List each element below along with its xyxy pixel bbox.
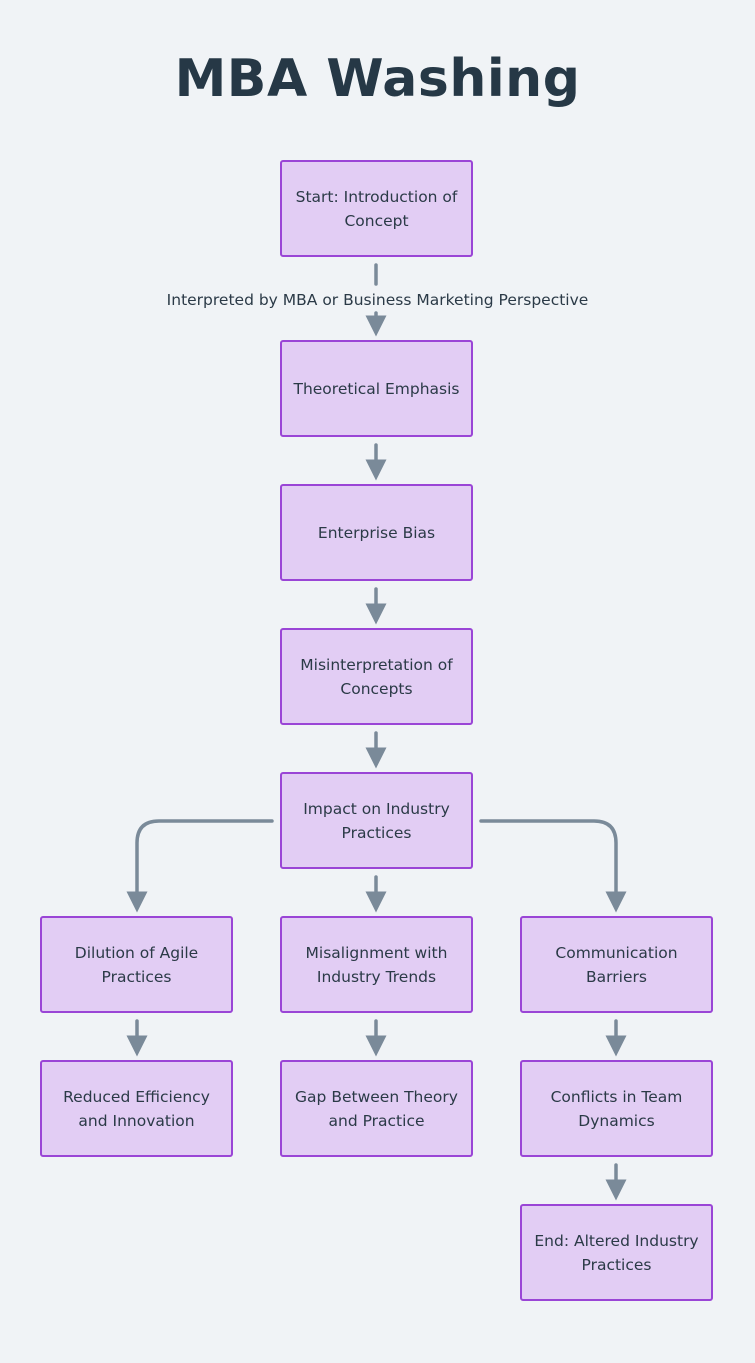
node-communication: Communication Barriers — [520, 916, 713, 1013]
node-misinterpretation: Misinterpretation of Concepts — [280, 628, 473, 725]
node-gap: Gap Between Theory and Practice — [280, 1060, 473, 1157]
node-start: Start: Introduction of Concept — [280, 160, 473, 257]
node-impact: Impact on Industry Practices — [280, 772, 473, 869]
node-conflicts: Conflicts in Team Dynamics — [520, 1060, 713, 1157]
node-dilution: Dilution of Agile Practices — [40, 916, 233, 1013]
node-theoretical-emphasis: Theoretical Emphasis — [280, 340, 473, 437]
node-reduced-efficiency: Reduced Efficiency and Innovation — [40, 1060, 233, 1157]
arrow-impact-to-communication — [479, 819, 627, 913]
arrow-impact-to-dilution — [126, 819, 274, 913]
node-misalignment: Misalignment with Industry Trends — [280, 916, 473, 1013]
edge-label-interpreted: Interpreted by MBA or Business Marketing… — [166, 291, 589, 309]
diagram-title: MBA Washing — [174, 49, 581, 109]
node-end: End: Altered Industry Practices — [520, 1204, 713, 1301]
node-enterprise-bias: Enterprise Bias — [280, 484, 473, 581]
